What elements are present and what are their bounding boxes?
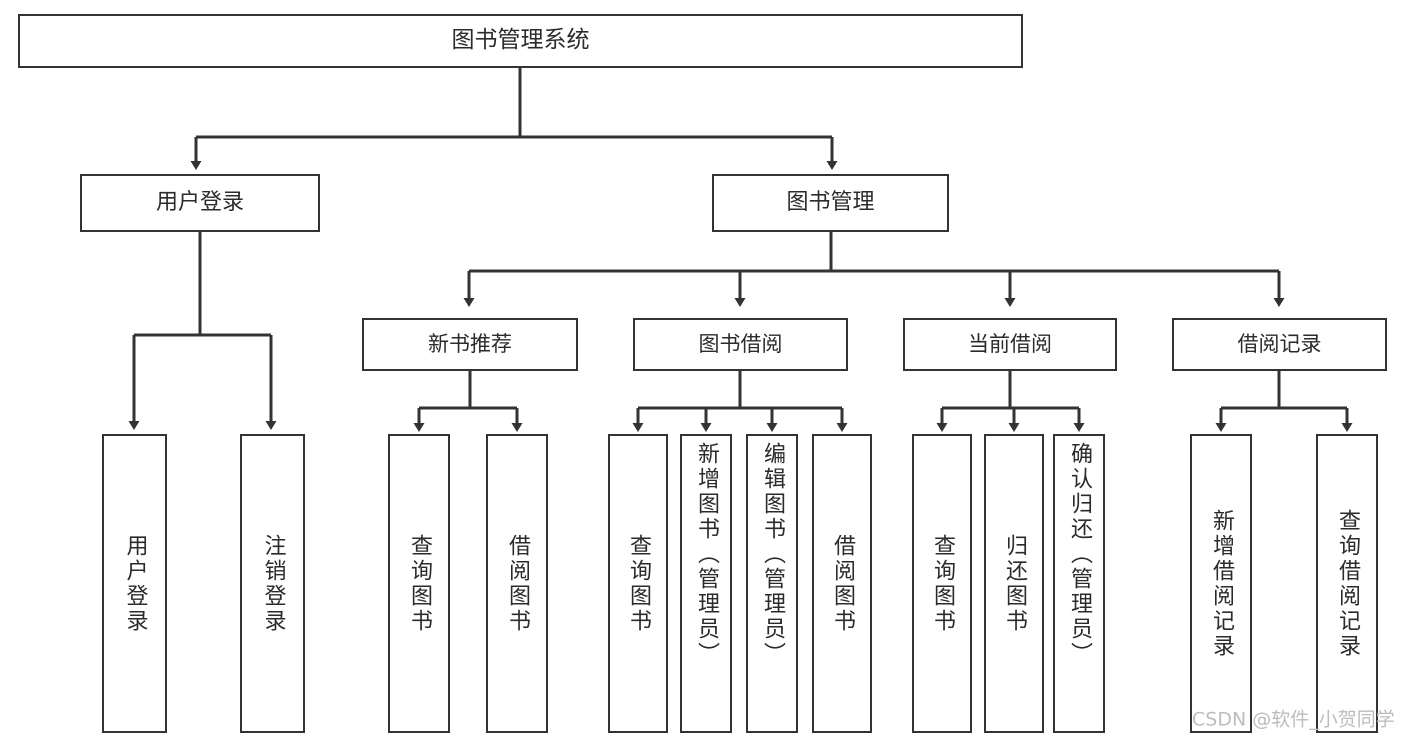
node-leaf-query-book-1[interactable]: 查询图书 <box>388 434 450 733</box>
node-leaf-borrow-book-2[interactable]: 借阅图书 <box>812 434 872 733</box>
node-book-manage-label: 图书管理 <box>786 190 875 216</box>
node-leaf-user-login-label: 用户登录 <box>122 533 148 634</box>
node-leaf-add-book-label: 新增图书（管理员） <box>693 442 719 667</box>
node-current-borrow[interactable]: 当前借阅 <box>903 318 1117 371</box>
node-book-borrow-label: 图书借阅 <box>698 332 783 357</box>
node-leaf-confirm-return[interactable]: 确认归还（管理员） <box>1053 434 1105 733</box>
node-book-borrow[interactable]: 图书借阅 <box>633 318 848 371</box>
node-new-book-rec-label: 新书推荐 <box>428 332 512 357</box>
node-leaf-return-book[interactable]: 归还图书 <box>984 434 1044 733</box>
node-leaf-add-book[interactable]: 新增图书（管理员） <box>680 434 732 733</box>
node-leaf-borrow-book-1[interactable]: 借阅图书 <box>486 434 548 733</box>
node-borrow-record[interactable]: 借阅记录 <box>1172 318 1387 371</box>
node-leaf-query-record[interactable]: 查询借阅记录 <box>1316 434 1378 733</box>
node-current-borrow-label: 当前借阅 <box>968 332 1052 357</box>
node-leaf-query-book-2-label: 查询图书 <box>625 533 651 634</box>
node-leaf-borrow-book-1-label: 借阅图书 <box>504 533 530 634</box>
node-leaf-logout[interactable]: 注销登录 <box>240 434 305 733</box>
node-leaf-query-book-2[interactable]: 查询图书 <box>608 434 668 733</box>
node-root-label: 图书管理系统 <box>451 27 590 54</box>
node-leaf-return-book-label: 归还图书 <box>1001 533 1027 634</box>
node-new-book-rec[interactable]: 新书推荐 <box>362 318 578 371</box>
node-leaf-borrow-book-2-label: 借阅图书 <box>829 533 855 634</box>
node-leaf-user-login[interactable]: 用户登录 <box>102 434 167 733</box>
node-leaf-query-book-3-label: 查询图书 <box>929 533 955 634</box>
node-root[interactable]: 图书管理系统 <box>18 14 1023 68</box>
node-borrow-record-label: 借阅记录 <box>1237 332 1322 357</box>
node-leaf-query-book-1-label: 查询图书 <box>406 533 432 634</box>
node-book-manage[interactable]: 图书管理 <box>712 174 949 232</box>
watermark: CSDN @软件_小贺同学 <box>1192 708 1395 731</box>
node-leaf-logout-label: 注销登录 <box>260 533 286 634</box>
node-user-login[interactable]: 用户登录 <box>80 174 320 232</box>
node-user-login-label: 用户登录 <box>155 190 244 216</box>
node-leaf-query-record-label: 查询借阅记录 <box>1334 508 1360 659</box>
node-leaf-edit-book-label: 编辑图书（管理员） <box>759 442 785 667</box>
node-leaf-confirm-return-label: 确认归还（管理员） <box>1066 442 1092 667</box>
node-leaf-add-record[interactable]: 新增借阅记录 <box>1190 434 1252 733</box>
node-leaf-query-book-3[interactable]: 查询图书 <box>912 434 972 733</box>
node-leaf-add-record-label: 新增借阅记录 <box>1208 508 1234 659</box>
node-leaf-edit-book[interactable]: 编辑图书（管理员） <box>746 434 798 733</box>
